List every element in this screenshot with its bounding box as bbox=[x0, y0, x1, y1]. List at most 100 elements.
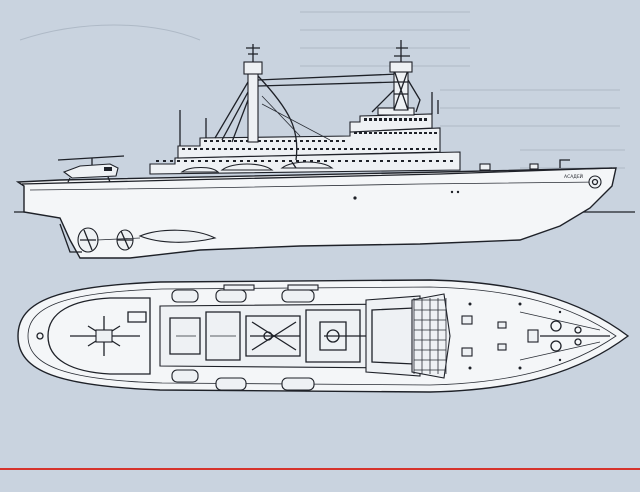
window bbox=[191, 160, 194, 162]
window bbox=[414, 132, 417, 134]
window bbox=[288, 140, 291, 142]
window bbox=[324, 140, 327, 142]
window bbox=[247, 160, 250, 162]
window bbox=[296, 148, 299, 150]
window bbox=[415, 160, 418, 162]
window bbox=[226, 160, 229, 162]
window bbox=[424, 118, 427, 121]
window bbox=[306, 140, 309, 142]
window bbox=[434, 132, 437, 134]
window bbox=[210, 140, 213, 142]
window bbox=[443, 160, 446, 162]
window bbox=[424, 132, 427, 134]
window bbox=[394, 118, 397, 121]
hull-name-label: АСАДЕЙ bbox=[564, 173, 583, 180]
window bbox=[359, 160, 362, 162]
window bbox=[233, 160, 236, 162]
window bbox=[216, 140, 219, 142]
window bbox=[369, 118, 372, 121]
side-profile-view: АСАДЕЙ bbox=[14, 40, 635, 259]
window bbox=[404, 132, 407, 134]
plan-forecastle bbox=[461, 302, 610, 370]
window bbox=[428, 148, 431, 150]
window bbox=[356, 148, 359, 150]
window bbox=[364, 118, 367, 121]
window bbox=[342, 140, 345, 142]
window bbox=[386, 148, 389, 150]
window bbox=[163, 160, 166, 162]
window bbox=[310, 160, 313, 162]
window bbox=[270, 140, 273, 142]
window bbox=[258, 140, 261, 142]
window bbox=[290, 148, 293, 150]
window bbox=[248, 148, 251, 150]
window bbox=[374, 148, 377, 150]
window bbox=[276, 140, 279, 142]
window bbox=[409, 118, 412, 121]
window bbox=[374, 118, 377, 121]
window bbox=[182, 148, 185, 150]
window bbox=[188, 148, 191, 150]
window bbox=[240, 160, 243, 162]
window bbox=[362, 148, 365, 150]
window bbox=[200, 148, 203, 150]
window bbox=[331, 160, 334, 162]
window bbox=[414, 118, 417, 121]
bow-anchor bbox=[588, 175, 602, 189]
top-plan-view bbox=[17, 279, 630, 393]
window bbox=[260, 148, 263, 150]
window bbox=[254, 148, 257, 150]
window bbox=[408, 160, 411, 162]
window bbox=[419, 132, 422, 134]
window bbox=[350, 148, 353, 150]
window bbox=[409, 132, 412, 134]
window bbox=[300, 140, 303, 142]
background-ghost-lines bbox=[19, 11, 625, 169]
window bbox=[303, 160, 306, 162]
window bbox=[282, 160, 285, 162]
window bbox=[212, 160, 215, 162]
window bbox=[373, 160, 376, 162]
window bbox=[338, 148, 341, 150]
main-deck-line bbox=[21, 167, 613, 185]
bilge-keel bbox=[138, 229, 217, 243]
window bbox=[344, 148, 347, 150]
window bbox=[429, 160, 432, 162]
window bbox=[324, 160, 327, 162]
window bbox=[275, 160, 278, 162]
window bbox=[429, 132, 432, 134]
window bbox=[266, 148, 269, 150]
forward-crane-tower bbox=[371, 40, 421, 113]
window bbox=[416, 148, 419, 150]
window bbox=[330, 140, 333, 142]
window bbox=[392, 148, 395, 150]
window bbox=[352, 160, 355, 162]
window bbox=[228, 140, 231, 142]
window bbox=[240, 140, 243, 142]
window bbox=[368, 148, 371, 150]
window bbox=[410, 148, 413, 150]
window bbox=[222, 140, 225, 142]
window bbox=[234, 140, 237, 142]
plan-lifeboats bbox=[171, 284, 319, 391]
window bbox=[184, 160, 187, 162]
crane-mast bbox=[214, 44, 399, 169]
window bbox=[194, 148, 197, 150]
window bbox=[212, 148, 215, 150]
window bbox=[380, 160, 383, 162]
forecastle-fittings bbox=[479, 159, 570, 171]
window bbox=[419, 118, 422, 121]
window bbox=[282, 140, 285, 142]
window bbox=[224, 148, 227, 150]
window bbox=[354, 132, 357, 134]
window bbox=[205, 160, 208, 162]
window bbox=[332, 148, 335, 150]
window bbox=[320, 148, 323, 150]
window bbox=[359, 132, 362, 134]
window bbox=[398, 148, 401, 150]
propeller-shafts bbox=[59, 223, 217, 253]
window bbox=[204, 140, 207, 142]
superstructure-level-2 bbox=[177, 127, 441, 159]
window bbox=[308, 148, 311, 150]
